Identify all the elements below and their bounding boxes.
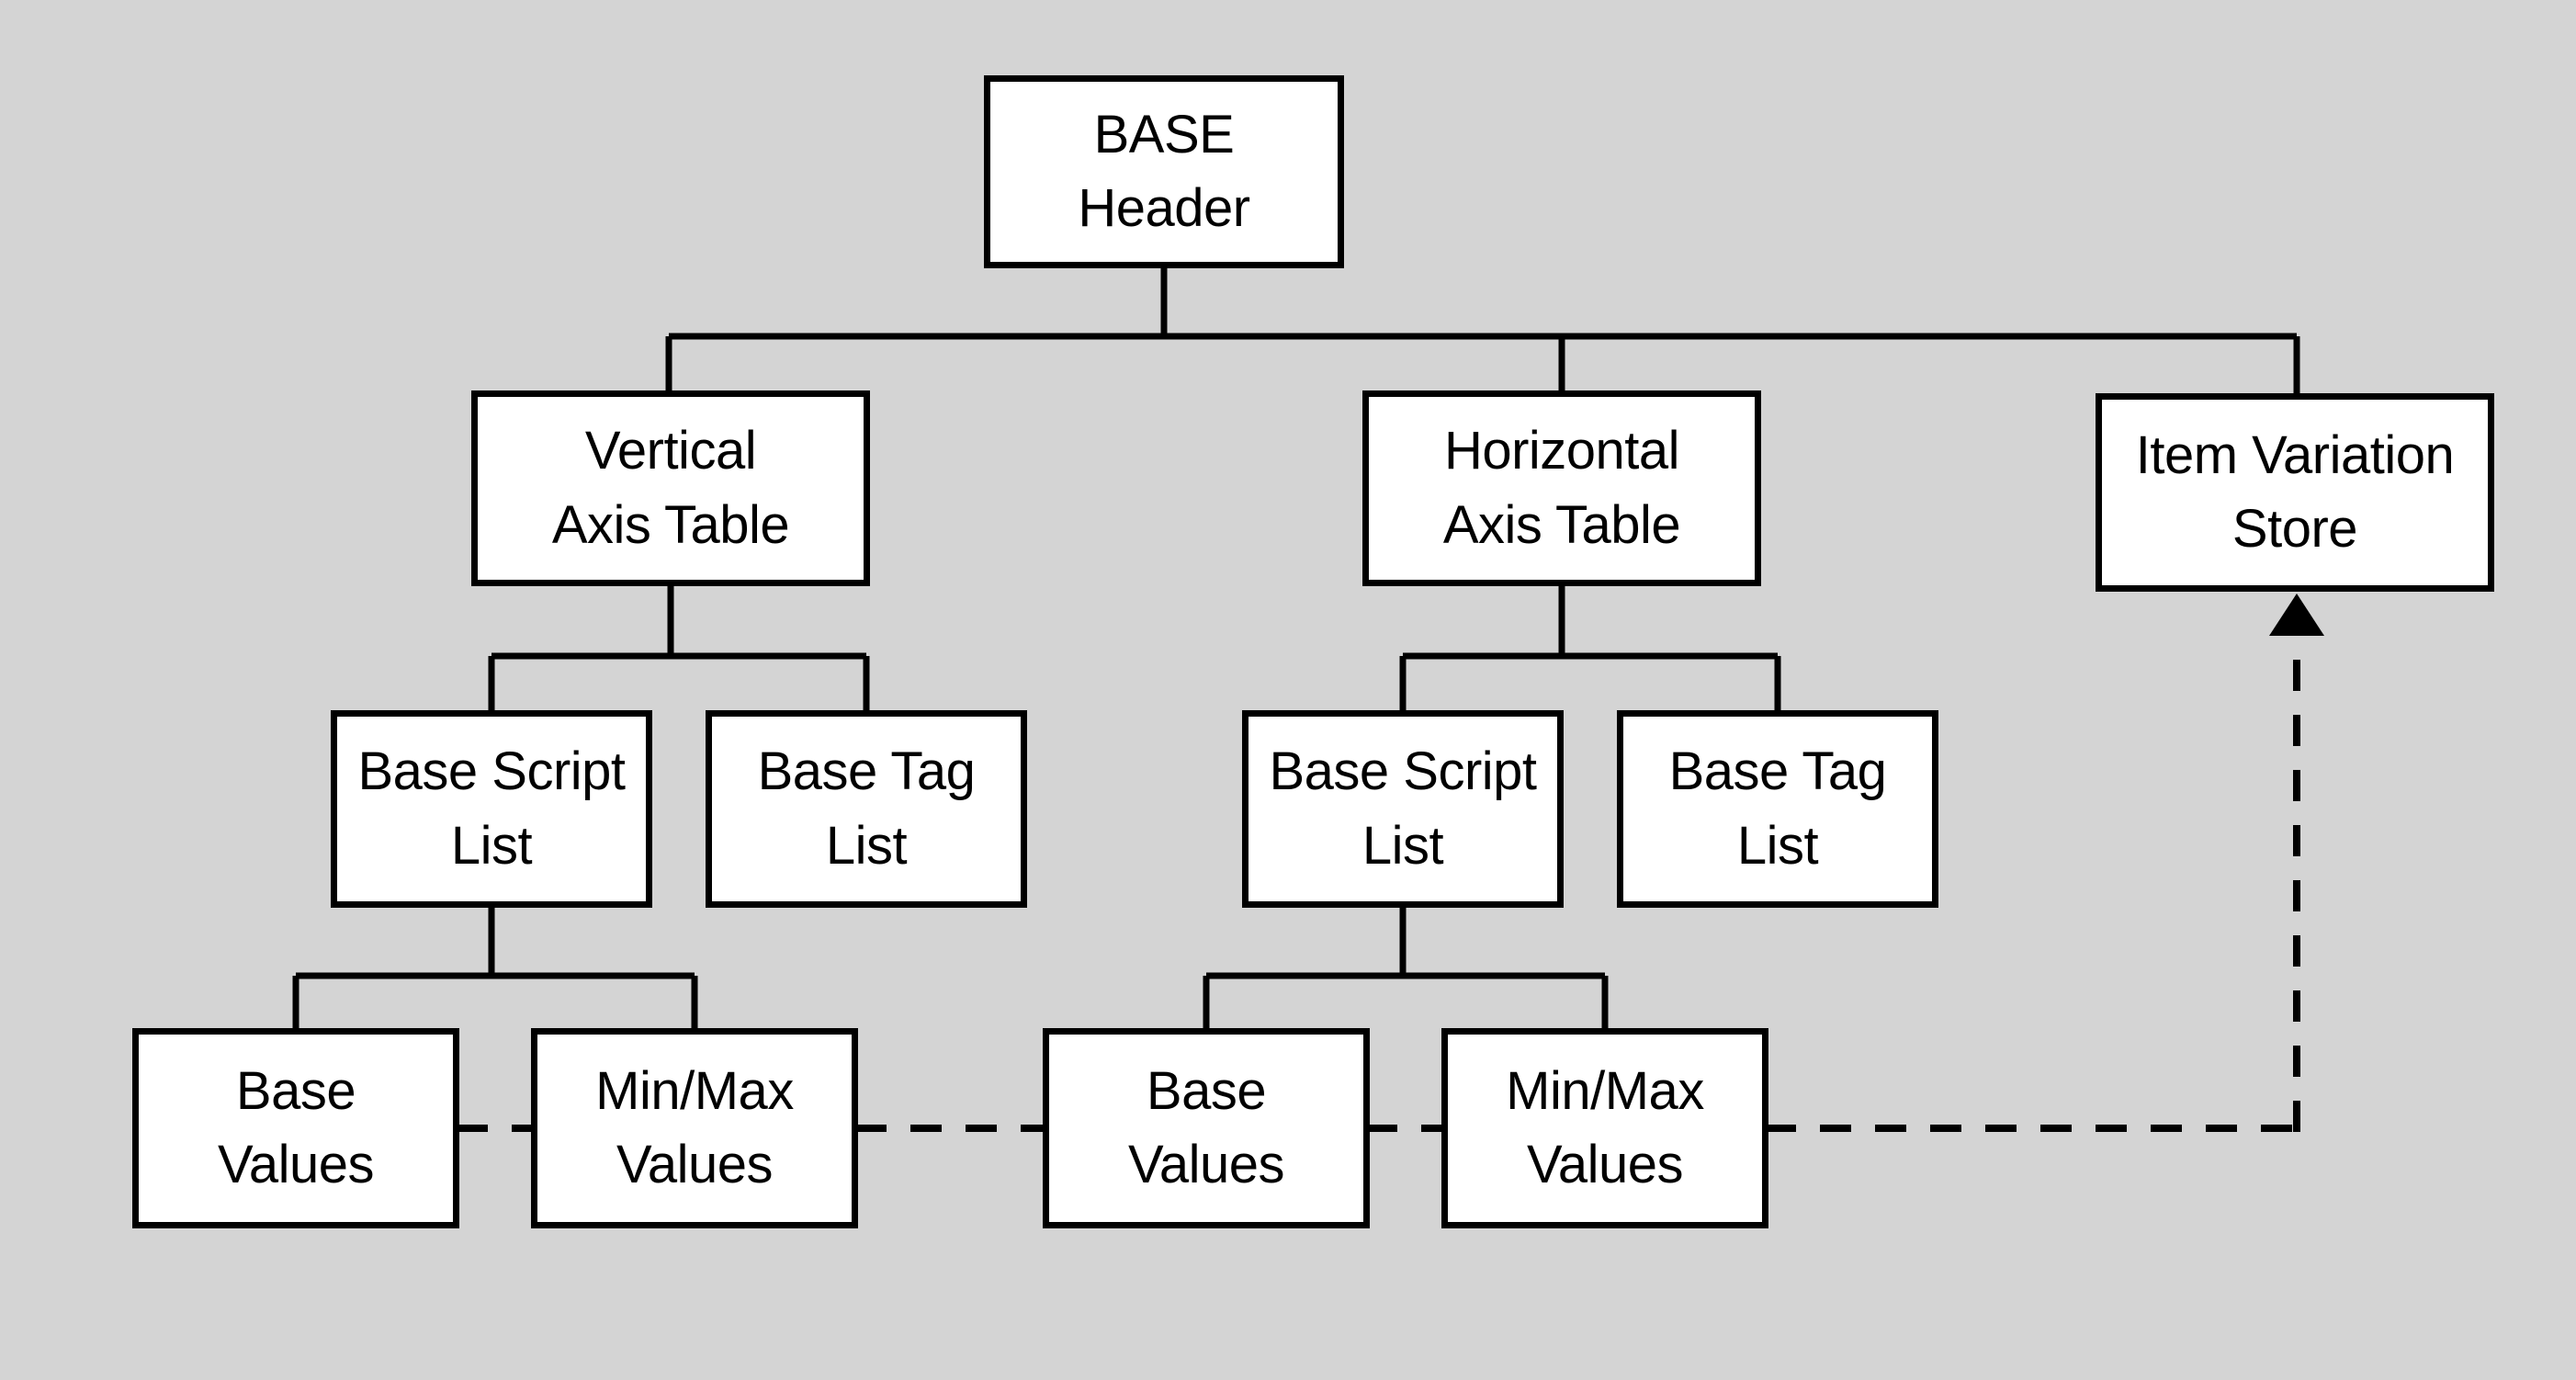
node-base-tag-list-right[interactable]: Base Tag List bbox=[1617, 710, 1938, 908]
node-label-line2: Store bbox=[2231, 499, 2358, 559]
node-label-line1: Base bbox=[235, 1060, 356, 1121]
node-minmax-values-left[interactable]: Min/Max Values bbox=[531, 1028, 858, 1228]
node-label-line2: Axis Table bbox=[551, 494, 790, 555]
node-base-values-right[interactable]: Base Values bbox=[1043, 1028, 1370, 1228]
node-label-line2: Values bbox=[217, 1135, 375, 1194]
node-label-line2: Header bbox=[1078, 178, 1250, 238]
node-label-line2: Values bbox=[1127, 1135, 1285, 1194]
arrow-head-icon bbox=[2269, 594, 2324, 636]
node-label-line1: Base Script bbox=[1269, 741, 1537, 802]
node-label-line1: Base Script bbox=[357, 741, 626, 802]
node-label-line1: Min/Max bbox=[595, 1060, 794, 1121]
node-base-script-list-left[interactable]: Base Script List bbox=[331, 710, 652, 908]
node-base-values-left[interactable]: Base Values bbox=[132, 1028, 459, 1228]
node-minmax-values-right[interactable]: Min/Max Values bbox=[1441, 1028, 1768, 1228]
node-label-line1: Vertical bbox=[584, 421, 757, 481]
node-label-line1: Base Tag bbox=[757, 741, 976, 802]
node-label-line2: List bbox=[825, 815, 908, 876]
node-base-script-list-right[interactable]: Base Script List bbox=[1242, 710, 1564, 908]
node-label-line1: Min/Max bbox=[1506, 1060, 1704, 1121]
node-label-line2: List bbox=[1736, 815, 1819, 876]
node-label-line1: Item Variation bbox=[2135, 424, 2455, 485]
node-base-tag-list-left[interactable]: Base Tag List bbox=[706, 710, 1027, 908]
node-item-variation-store[interactable]: Item Variation Store bbox=[2096, 393, 2494, 592]
node-label-line1: Horizontal bbox=[1443, 421, 1680, 481]
node-label-line1: BASE bbox=[1093, 104, 1235, 164]
node-label-line2: Values bbox=[616, 1135, 774, 1194]
node-horizontal-axis-table[interactable]: Horizontal Axis Table bbox=[1362, 390, 1761, 586]
node-label-line1: Base Tag bbox=[1668, 741, 1887, 802]
node-label-line2: List bbox=[450, 815, 533, 876]
node-label-line2: Values bbox=[1526, 1135, 1684, 1194]
node-base-header[interactable]: BASE Header bbox=[984, 75, 1344, 268]
node-label-line2: Axis Table bbox=[1442, 494, 1681, 555]
dashed-connectors bbox=[457, 634, 2300, 1132]
node-label-line2: List bbox=[1361, 815, 1444, 876]
node-label-line1: Base bbox=[1146, 1060, 1267, 1121]
solid-connectors bbox=[292, 268, 2300, 1028]
node-vertical-axis-table[interactable]: Vertical Axis Table bbox=[471, 390, 870, 586]
